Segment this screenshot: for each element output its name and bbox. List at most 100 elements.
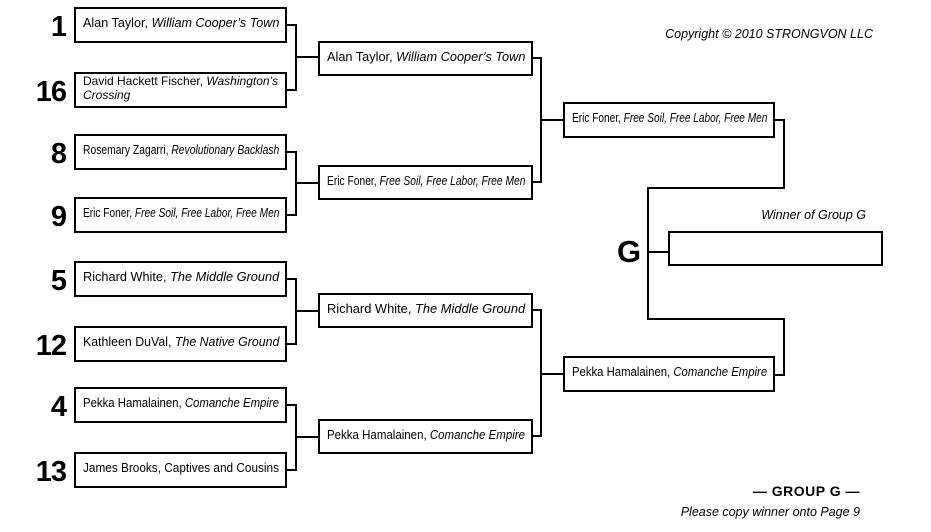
connector-line (285, 343, 297, 345)
seed-number: 9 (50, 200, 67, 233)
entry-author: Rosemary Zagarri, (83, 142, 169, 158)
round1-entry-box: Pekka Hamalainen, Comanche Empire (74, 387, 287, 423)
entry-text: Pekka Hamalainen, Comanche Empire (572, 364, 768, 380)
connector-line (295, 404, 297, 471)
entry-author: Eric Foner, (572, 110, 621, 126)
connector-line (285, 24, 297, 26)
round2-entry-box: Pekka Hamalainen, Comanche Empire (318, 419, 533, 454)
connector-line (531, 57, 542, 59)
seed-number: 12 (35, 329, 67, 362)
connector-line (540, 57, 542, 183)
connector-line (542, 373, 563, 375)
round1-entry-box: Kathleen DuVal, The Native Ground (74, 326, 287, 362)
connector-line (531, 309, 542, 311)
entry-title: Comanche Empire (673, 364, 768, 380)
connector-line (285, 469, 297, 471)
entry-title: The Native Ground (174, 334, 280, 350)
entry-author: Kathleen DuVal, (83, 334, 172, 350)
seed-number: 5 (50, 264, 67, 297)
group-winner-box (668, 231, 883, 266)
entry-text: Eric Foner, Free Soil, Free Labor, Free … (572, 110, 768, 126)
entry-author: Alan Taylor, (83, 15, 148, 31)
semifinal-entry-box: Pekka Hamalainen, Comanche Empire (563, 356, 775, 392)
entry-title: Free Soil, Free Labor, Free Men (379, 172, 526, 188)
entry-title: William Cooper’s Town (396, 48, 526, 64)
round2-entry-box: Alan Taylor, William Cooper’s Town (318, 41, 533, 76)
entry-author: Richard White, (327, 300, 412, 316)
connector-line (285, 404, 297, 406)
entry-author: James Brooks, (83, 460, 161, 476)
copyright-text: Copyright © 2010 STRONGVON LLC (665, 27, 873, 41)
connector-line (647, 187, 785, 189)
winner-of-group-label: Winner of Group G (761, 208, 866, 222)
entry-text: Richard White, The Middle Ground (327, 300, 526, 317)
group-title: — GROUP G — (752, 483, 860, 499)
entry-title: Comanche Empire (184, 395, 280, 411)
connector-line (540, 309, 542, 437)
round1-entry-box: Eric Foner, Free Soil, Free Labor, Free … (74, 197, 287, 233)
semifinal-entry-box: Eric Foner, Free Soil, Free Labor, Free … (563, 102, 775, 138)
group-letter: G (616, 234, 642, 269)
round1-entry-box: Richard White, The Middle Ground (74, 261, 287, 297)
seed-number: 16 (35, 75, 67, 108)
entry-author: Richard White, (83, 269, 167, 285)
connector-line (783, 318, 785, 376)
round2-entry-box: Richard White, The Middle Ground (318, 293, 533, 328)
seed-number: 1 (50, 10, 67, 43)
connector-line (285, 278, 297, 280)
connector-line (285, 89, 297, 91)
entry-text: Richard White, The Middle Ground (83, 269, 280, 285)
round1-entry-box: Rosemary Zagarri, Revolutionary Backlash (74, 134, 287, 170)
entry-text: Pekka Hamalainen, Comanche Empire (83, 395, 280, 411)
entry-author: David Hackett Fischer, (83, 73, 204, 88)
connector-line (295, 24, 297, 91)
connector-line (773, 374, 785, 376)
entry-text: Eric Foner, Free Soil, Free Labor, Free … (83, 205, 280, 221)
connector-line (297, 436, 318, 438)
seed-number: 8 (50, 137, 67, 170)
entry-text: Eric Foner, Free Soil, Free Labor, Free … (327, 172, 526, 189)
connector-line (297, 182, 318, 184)
round1-entry-box: James Brooks, Captives and Cousins (74, 452, 287, 488)
seed-number: 4 (50, 390, 67, 423)
entry-title: Revolutionary Backlash (171, 142, 280, 158)
entry-author: Eric Foner, (83, 205, 133, 221)
round1-entry-box: David Hackett Fischer, Washington’s Cros… (74, 72, 287, 108)
round2-entry-box: Eric Foner, Free Soil, Free Labor, Free … (318, 165, 533, 200)
entry-author: Pekka Hamalainen, (83, 395, 182, 411)
entry-author: Alan Taylor, (327, 48, 393, 64)
connector-line (531, 181, 542, 183)
connector-line (773, 119, 785, 121)
entry-author: Pekka Hamalainen, (572, 364, 671, 380)
connector-line (783, 119, 785, 189)
entry-text: Kathleen DuVal, The Native Ground (83, 334, 280, 350)
connector-line (542, 119, 563, 121)
entry-text: Alan Taylor, William Cooper’s Town (327, 48, 526, 65)
connector-line (647, 187, 649, 320)
entry-title: Comanche Empire (429, 426, 526, 442)
connector-line (647, 318, 785, 320)
entry-author: Eric Foner, (327, 172, 377, 188)
footer-note: Please copy winner onto Page 9 (680, 505, 860, 519)
connector-line (285, 214, 297, 216)
entry-title: Free Soil, Free Labor, Free Men (134, 205, 280, 221)
entry-text: David Hackett Fischer, Washington’s Cros… (83, 73, 279, 102)
entry-text: Pekka Hamalainen, Comanche Empire (327, 426, 526, 443)
entry-title: Washington’s Crossing (83, 73, 278, 102)
connector-line (295, 278, 297, 345)
connector-line (297, 310, 318, 312)
seed-number: 13 (35, 455, 67, 488)
connector-line (295, 151, 297, 216)
entry-title: The Middle Ground (414, 300, 526, 316)
connector-line (285, 151, 297, 153)
entry-title: William Cooper’s Town (151, 15, 280, 31)
entry-title: Captives and Cousins (164, 460, 279, 476)
entry-text: Rosemary Zagarri, Revolutionary Backlash (83, 142, 280, 158)
entry-text: Alan Taylor, William Cooper’s Town (83, 15, 280, 31)
entry-author: Pekka Hamalainen, (327, 426, 427, 442)
round1-entry-box: Alan Taylor, William Cooper’s Town (74, 7, 287, 43)
entry-title: Free Soil, Free Labor, Free Men (623, 110, 768, 126)
entry-text: James Brooks, Captives and Cousins (83, 460, 279, 476)
entry-title: The Middle Ground (170, 269, 280, 285)
